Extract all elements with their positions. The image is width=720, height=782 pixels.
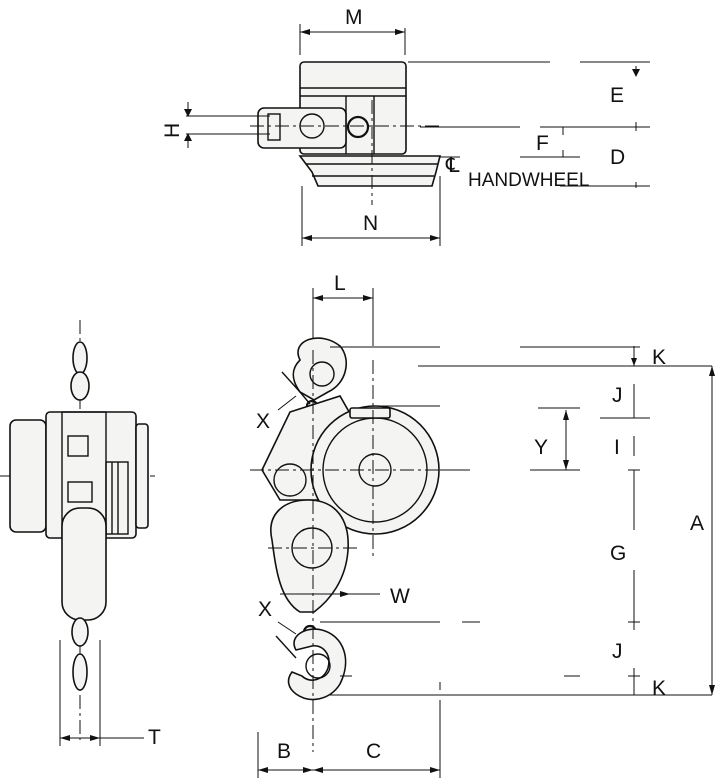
label-handwheel: HANDWHEEL: [468, 170, 589, 191]
label-j-top: J: [612, 384, 623, 407]
top-hook: [292, 337, 348, 401]
label-k-top: K: [652, 346, 666, 369]
label-y: Y: [534, 436, 548, 459]
label-h: H: [161, 123, 184, 138]
label-i: I: [614, 436, 620, 459]
label-f: F: [536, 132, 549, 155]
label-x-bottom: X: [258, 598, 272, 621]
label-a: A: [690, 512, 704, 535]
label-x-top: X: [256, 410, 270, 433]
front-view: [250, 288, 715, 778]
label-w: W: [390, 585, 410, 608]
bottom-hook: [287, 628, 347, 701]
dimension-labels: M E H F D ℄ HANDWHEEL N L K J X Y I A G …: [148, 6, 704, 763]
label-t: T: [148, 726, 161, 749]
chain-body: [270, 499, 349, 613]
label-d: D: [610, 146, 625, 169]
pin-circle: [346, 115, 370, 139]
handwheel-plate: [298, 155, 442, 187]
side-left-drum: [9, 419, 47, 533]
side-chain-body: [61, 507, 107, 621]
label-l: L: [334, 272, 346, 295]
side-view: [0, 320, 155, 746]
label-centerline: ℄: [445, 154, 460, 177]
label-g: G: [610, 542, 626, 565]
label-c: C: [366, 740, 381, 763]
top-view: [184, 24, 650, 246]
label-n: N: [363, 212, 378, 235]
label-e: E: [610, 84, 624, 107]
label-j-bottom: J: [612, 640, 623, 663]
label-k-bottom: K: [652, 677, 666, 700]
label-m: M: [345, 6, 363, 29]
label-b: B: [277, 740, 291, 763]
